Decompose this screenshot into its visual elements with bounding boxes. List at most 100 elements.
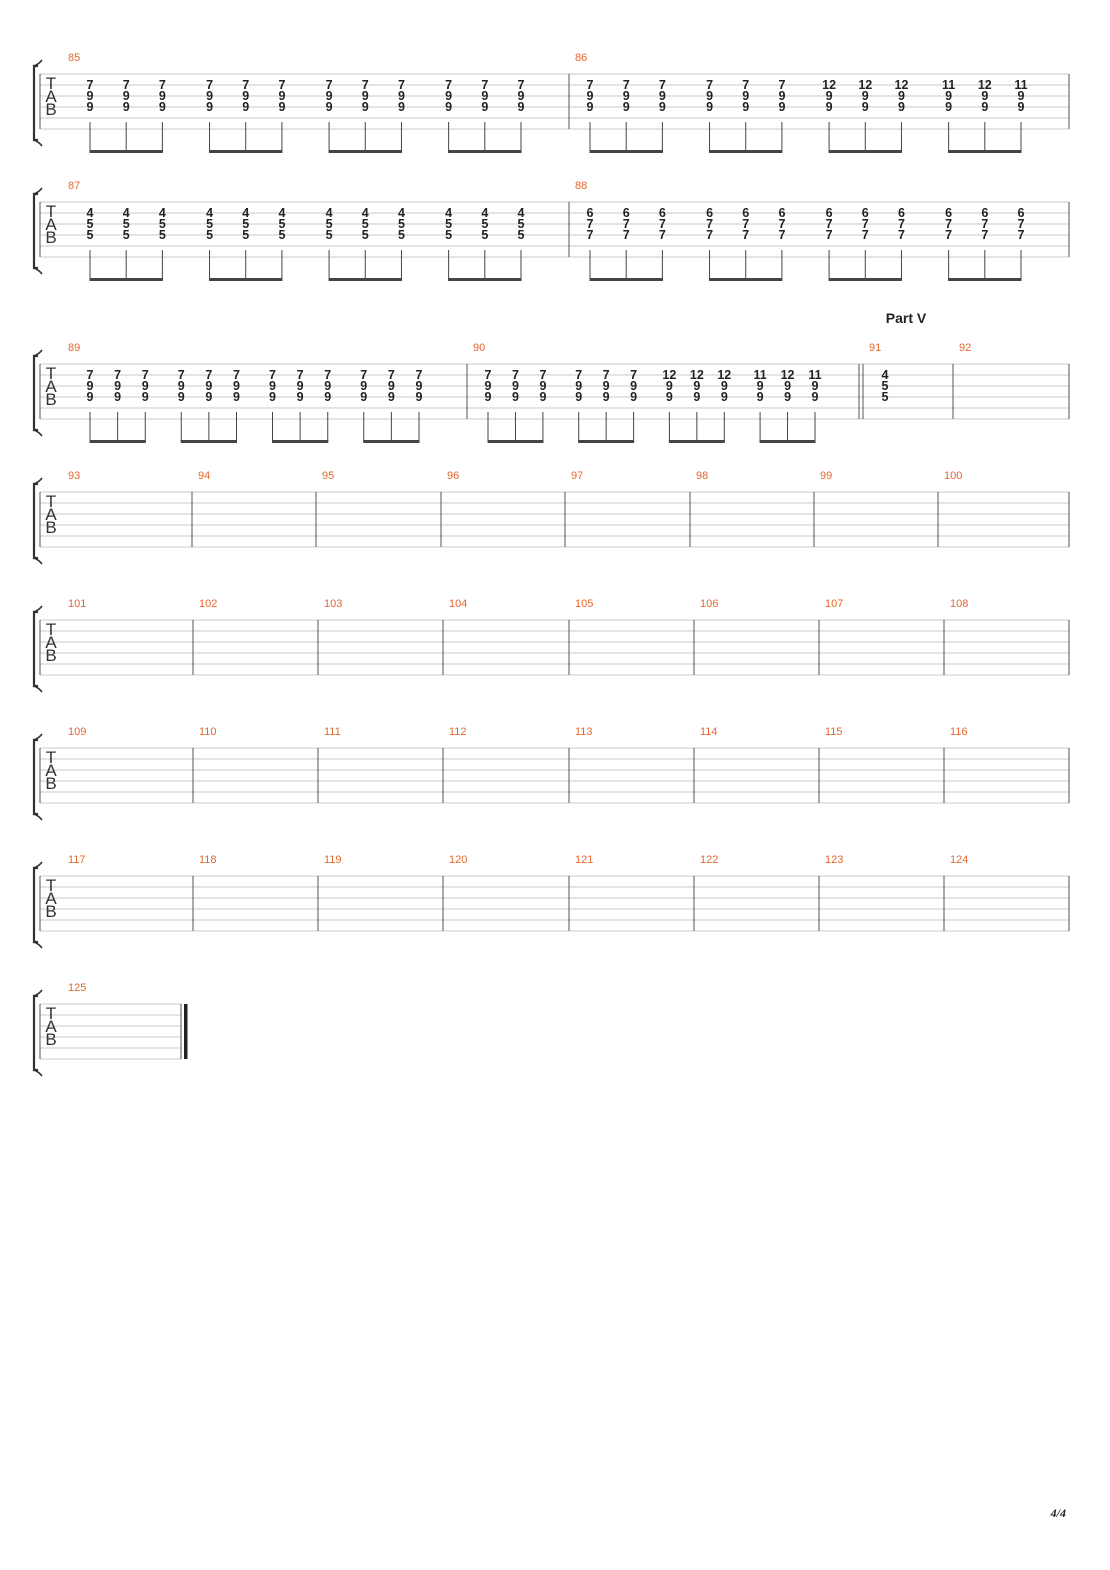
fret-number: 7 [945, 217, 952, 231]
fret-number: 9 [512, 390, 519, 404]
fret-number: 5 [242, 217, 249, 231]
fret-number: 9 [233, 390, 240, 404]
tab-clef-letter: A [45, 377, 57, 396]
measure-number: 113 [575, 726, 593, 738]
measure-number: 105 [575, 598, 593, 610]
measure-number: 91 [869, 342, 881, 354]
staff-system: TAB8745545545545545545545545545545545545… [32, 180, 1070, 281]
bracket-hook-bottom [33, 267, 43, 275]
fret-number: 4 [882, 368, 889, 382]
fret-number: 7 [742, 78, 749, 92]
fret-number: 6 [706, 206, 713, 220]
measure: 94 [198, 470, 210, 482]
fret-number: 9 [205, 390, 212, 404]
fret-number: 9 [812, 379, 819, 393]
measure: 115 [825, 726, 843, 738]
measure: 9079979979979979979912991299129911991299… [473, 342, 822, 443]
measure: 116 [950, 726, 968, 738]
fret-number: 9 [242, 89, 249, 103]
tab-clef-letter: B [45, 902, 56, 921]
system-bracket [32, 866, 38, 944]
measure: 96 [447, 470, 459, 482]
fret-number: 9 [206, 100, 213, 114]
fret-number: 9 [666, 379, 673, 393]
measure-number: 117 [68, 854, 86, 866]
fret-number: 4 [87, 206, 94, 220]
beam [363, 440, 420, 443]
fret-number: 6 [623, 206, 630, 220]
fret-number: 6 [945, 206, 952, 220]
fret-number: 4 [481, 206, 488, 220]
fret-number: 9 [518, 100, 525, 114]
fret-number: 11 [1014, 78, 1027, 92]
measure: 121 [575, 854, 593, 866]
measure: 105 [575, 598, 593, 610]
tab-clef-letter: B [45, 390, 56, 409]
measure: 97 [571, 470, 583, 482]
fret-number: 9 [326, 100, 333, 114]
fret-number: 7 [360, 368, 367, 382]
fret-number: 5 [278, 228, 285, 242]
fret-number: 4 [326, 206, 333, 220]
measure: 93 [68, 470, 80, 482]
measure-number: 122 [700, 854, 718, 866]
fret-number: 9 [278, 100, 285, 114]
measure: 109 [68, 726, 86, 738]
fret-number: 5 [123, 217, 130, 231]
fret-number: 7 [898, 217, 905, 231]
fret-number: 7 [485, 368, 492, 382]
bracket-hook-top [33, 349, 43, 357]
fret-number: 9 [388, 390, 395, 404]
fret-number: 9 [721, 390, 728, 404]
measure: 111 [324, 726, 341, 738]
measure-number: 87 [68, 180, 80, 192]
fret-number: 9 [757, 390, 764, 404]
bracket-hook-top [33, 477, 43, 485]
staff-system: TAB8579979979979979979979979979979979979… [32, 52, 1070, 153]
measure: 117 [68, 854, 86, 866]
measure: 98 [696, 470, 708, 482]
tab-clef-letter: B [45, 100, 56, 119]
fret-number: 7 [898, 228, 905, 242]
measure: 119 [324, 854, 342, 866]
fret-number: 5 [123, 228, 130, 242]
fret-number: 7 [114, 368, 121, 382]
fret-number: 9 [445, 89, 452, 103]
tab-clef-letter: T [46, 620, 56, 639]
fret-number: 9 [278, 89, 285, 103]
fret-number: 7 [518, 78, 525, 92]
tab-clef-letter: T [46, 492, 56, 511]
measure-number: 88 [575, 180, 587, 192]
fret-number: 9 [862, 100, 869, 114]
fret-number: 7 [945, 228, 952, 242]
fret-number: 9 [362, 89, 369, 103]
measure-number: 123 [825, 854, 843, 866]
measure-number: 95 [322, 470, 334, 482]
fret-number: 12 [895, 78, 909, 92]
bracket-hook-bottom [33, 557, 43, 565]
fret-number: 7 [324, 368, 331, 382]
measure-number: 104 [449, 598, 467, 610]
measure: 118 [199, 854, 217, 866]
beam [828, 278, 902, 281]
fret-number: 9 [360, 390, 367, 404]
tab-clef-letter: A [45, 505, 57, 524]
fret-number: 9 [242, 100, 249, 114]
fret-number: 7 [826, 228, 833, 242]
fret-number: 4 [278, 206, 285, 220]
measure: 123 [825, 854, 843, 866]
fret-number: 4 [123, 206, 130, 220]
fret-number: 9 [778, 89, 785, 103]
fret-number: 9 [123, 89, 130, 103]
beam [589, 278, 663, 281]
system-bracket [32, 354, 38, 432]
fret-number: 9 [706, 100, 713, 114]
fret-number: 9 [693, 379, 700, 393]
fret-number: 9 [362, 100, 369, 114]
measure: 101 [68, 598, 86, 610]
fret-number: 7 [742, 217, 749, 231]
fret-number: 5 [326, 228, 333, 242]
fret-number: 7 [587, 228, 594, 242]
measure: 104 [449, 598, 467, 610]
